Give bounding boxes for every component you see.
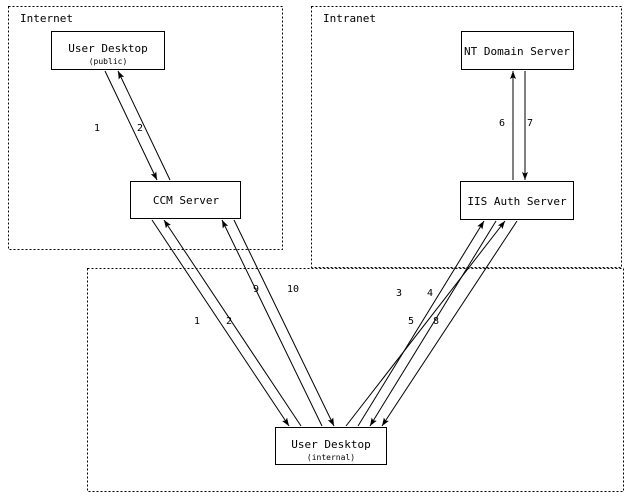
connector-internal-iis-3-4 — [357, 220, 497, 427]
edge-flow-2-public — [117, 70, 171, 181]
edge-flow-8 — [381, 220, 518, 427]
connector-iis-ntdomain — [510, 71, 528, 180]
zone-internet-box — [8, 6, 283, 250]
flow-label-5: 5 — [408, 316, 414, 327]
node-ccm-server[interactable]: CCM Server — [130, 181, 241, 219]
edge-flow-9 — [221, 219, 323, 427]
flow-label-4: 4 — [427, 288, 433, 299]
node-title-user-desktop-internal: User Desktop — [291, 438, 370, 451]
edge-flow-4 — [369, 220, 497, 427]
node-box-user-desktop-public[interactable] — [51, 31, 165, 70]
zone-label-intranet: Intranet — [323, 12, 376, 25]
edge-flow-10 — [233, 219, 335, 427]
connector-internal-ccm-9-10 — [221, 219, 335, 427]
flow-label-7: 7 — [527, 118, 533, 129]
flow-label-2-internal: 2 — [226, 316, 232, 327]
flow-label-8: 8 — [433, 316, 439, 327]
edge-flow-1-internal — [151, 219, 290, 427]
zone-internal-box — [87, 268, 624, 492]
edge-flow-5 — [345, 220, 506, 427]
node-nt-domain-server[interactable]: NT Domain Server — [461, 31, 574, 70]
connector-public-ccm — [104, 70, 171, 181]
flow-label-9: 9 — [253, 284, 259, 295]
node-box-user-desktop-internal[interactable] — [275, 427, 387, 465]
flow-label-1-internal: 1 — [194, 316, 200, 327]
node-box-ccm-server[interactable] — [130, 181, 241, 219]
node-title-user-desktop-public: User Desktop — [68, 42, 147, 55]
node-title-iis-auth-server: IIS Auth Server — [467, 195, 567, 208]
zone-intranet-box — [311, 6, 622, 268]
flow-label-6: 6 — [499, 118, 505, 129]
flow-label-2-public: 2 — [137, 123, 143, 134]
edge-flow-2-internal — [163, 219, 302, 427]
node-user-desktop-public[interactable]: User Desktop (public) — [51, 31, 165, 70]
zone-boundaries — [8, 6, 624, 492]
node-box-iis-auth-server[interactable] — [460, 181, 574, 220]
connector-internal-ccm-1-2 — [151, 219, 302, 427]
flow-labels: 1 2 6 7 9 10 1 2 3 4 5 8 — [94, 118, 533, 327]
edge-flow-3 — [357, 220, 485, 427]
edge-flow-1-public — [104, 70, 158, 181]
node-user-desktop-internal[interactable]: User Desktop (internal) — [275, 427, 387, 465]
node-subtitle-user-desktop-internal: (internal) — [307, 453, 355, 462]
node-iis-auth-server[interactable]: IIS Auth Server — [460, 181, 574, 220]
node-subtitle-user-desktop-public: (public) — [89, 57, 128, 66]
flow-label-3: 3 — [396, 288, 402, 299]
node-title-ccm-server: CCM Server — [153, 194, 220, 207]
flow-label-1-public: 1 — [94, 123, 100, 134]
connector-internal-iis-5-8 — [345, 220, 518, 427]
zone-label-internet: Internet — [20, 12, 73, 25]
node-title-nt-domain-server: NT Domain Server — [464, 45, 570, 58]
flow-label-10: 10 — [287, 284, 299, 295]
node-box-nt-domain-server[interactable] — [461, 31, 574, 70]
